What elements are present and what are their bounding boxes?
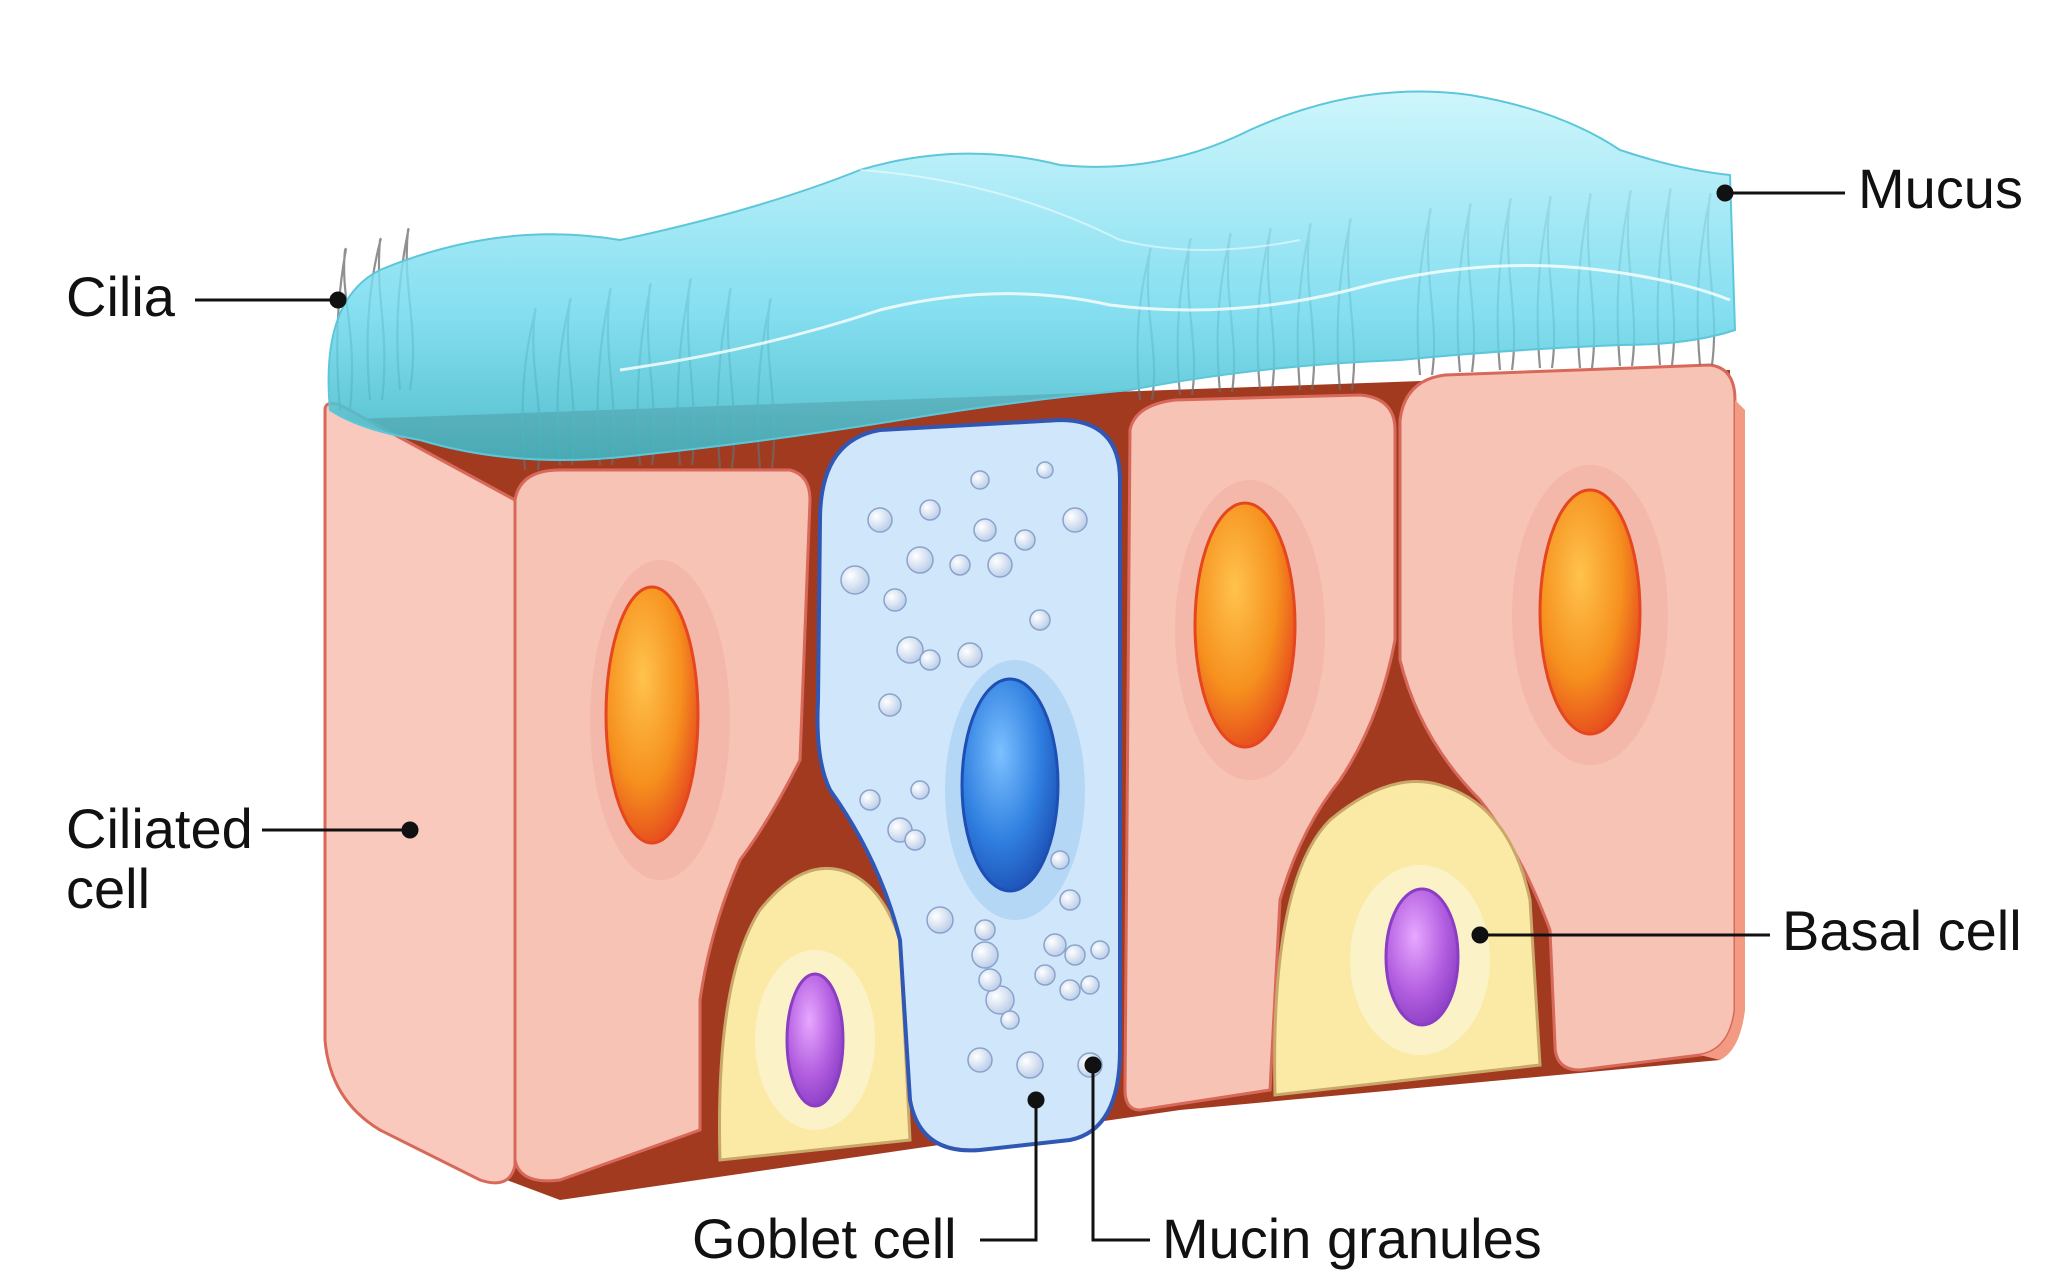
label-mucin-granules: Mucin granules [1162, 1207, 1542, 1270]
goblet-nucleus [960, 677, 1060, 893]
label-mucus: Mucus [1858, 157, 2023, 220]
basal-nucleus-right [1384, 887, 1460, 1027]
label-ciliated-cell-line2: cell [66, 857, 151, 920]
ciliated-nucleus-2 [1193, 501, 1297, 749]
ciliated-cell-front [323, 401, 517, 1185]
mucus-layer [327, 90, 1737, 461]
label-goblet-cell: Goblet cell [692, 1207, 957, 1270]
label-ciliated-cell-line1: Ciliated [66, 797, 253, 860]
label-basal-cell: Basal cell [1782, 899, 2022, 962]
ciliated-nucleus-3 [1538, 488, 1642, 736]
ciliated-nucleus-1 [604, 585, 700, 845]
label-cilia: Cilia [66, 265, 175, 328]
label-leaders [195, 184, 1845, 1242]
basal-nucleus-left [785, 972, 845, 1108]
